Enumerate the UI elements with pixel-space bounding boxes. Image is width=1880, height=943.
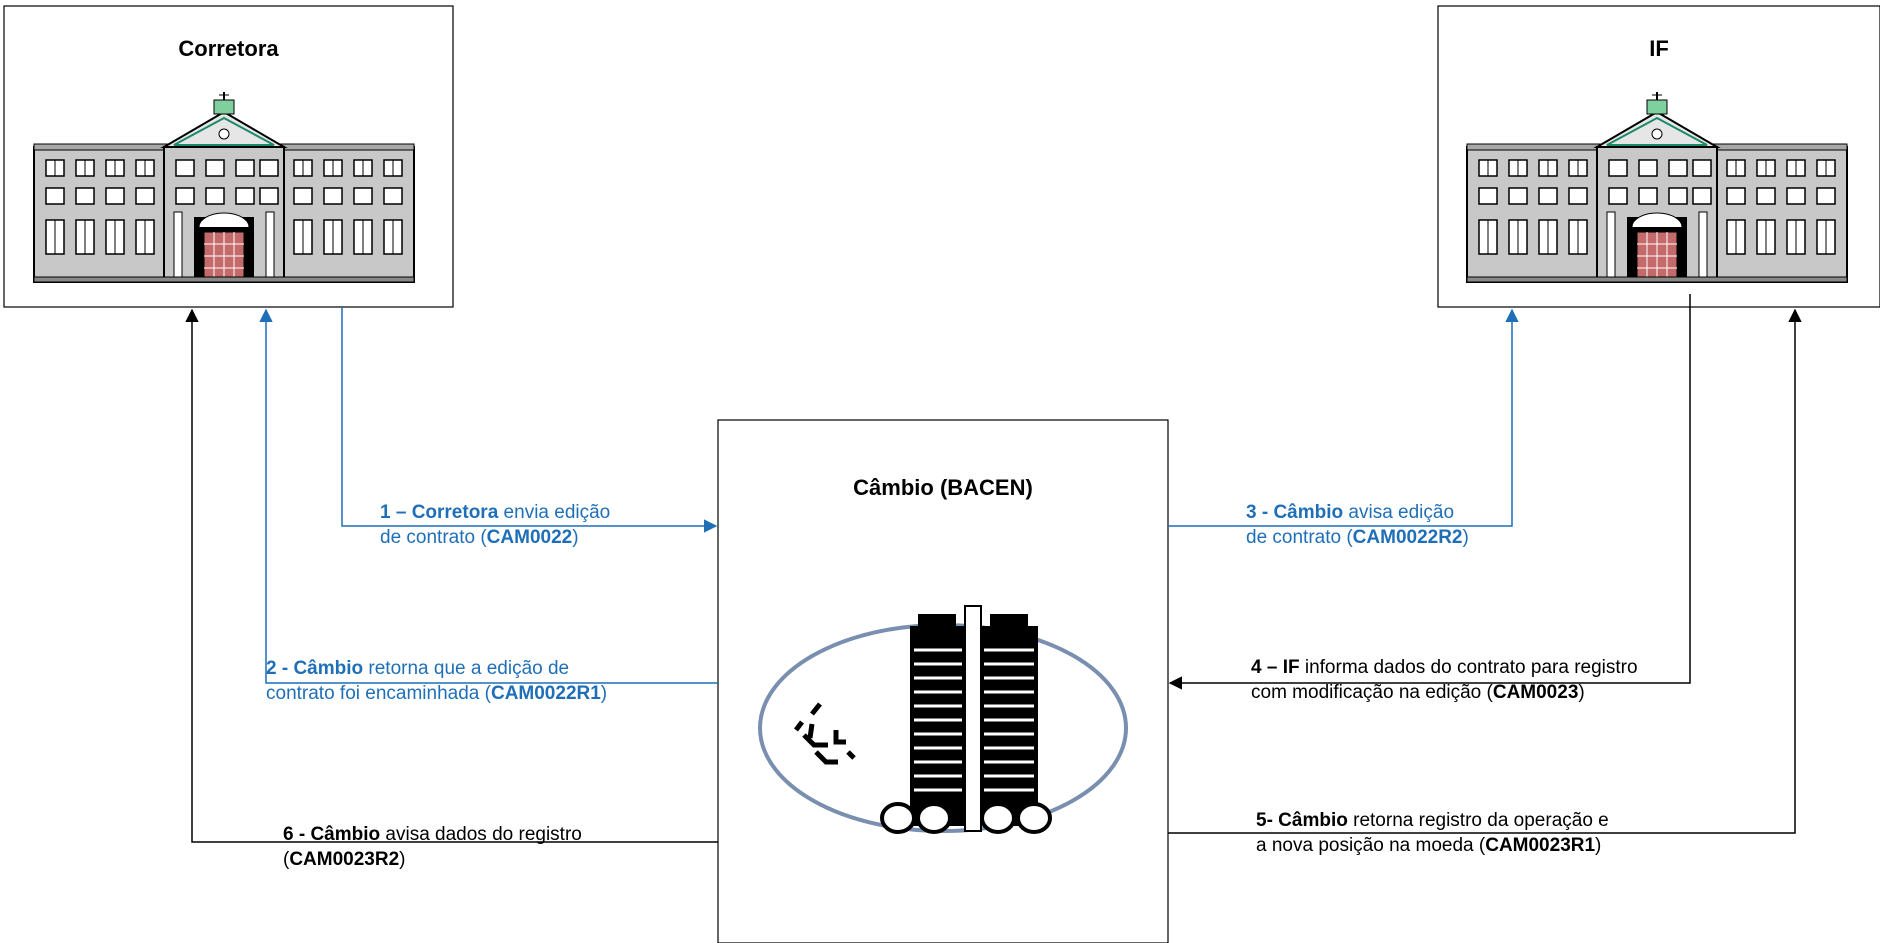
message-5-close: ) (1595, 835, 1602, 856)
arrow-1 (341, 307, 718, 533)
message-1-step: 1 – Corretora (380, 502, 499, 523)
message-4-line2: com modificação na edição ( (1251, 682, 1493, 703)
message-1-close: ) (572, 527, 579, 548)
message-3-text: avisa edição (1343, 502, 1455, 523)
message-1-line2: de contrato ( (380, 527, 487, 548)
message-5: 5- Câmbio retorna registro da operação e… (1256, 808, 1609, 858)
message-2-text: retorna que a edição de (363, 658, 570, 679)
message-2: 2 - Câmbio retorna que a edição de contr… (266, 656, 607, 706)
message-5-line2: a nova posição na moeda ( (1256, 835, 1486, 856)
if-title: IF (1649, 36, 1669, 61)
message-2-step: 2 - Câmbio (266, 658, 364, 679)
arrow-5 (1168, 308, 1802, 834)
message-4-code: CAM0023 (1492, 682, 1579, 703)
message-1-code: CAM0022 (486, 527, 573, 548)
message-6: 6 - Câmbio avisa dados do registro (CAM0… (283, 822, 582, 872)
message-1-text: envia edição (498, 502, 611, 523)
message-6-line2: ( (283, 849, 290, 870)
bacen-logo-icon (758, 605, 1128, 834)
arrow-3 (1168, 308, 1519, 527)
message-4: 4 – IF informa dados do contrato para re… (1251, 655, 1638, 705)
arrow-6 (185, 308, 718, 843)
message-6-close: ) (399, 849, 406, 870)
message-2-code: CAM0022R1 (490, 683, 601, 704)
message-5-code: CAM0023R1 (1485, 835, 1596, 856)
message-4-step: 4 – IF (1251, 657, 1300, 678)
message-3-code: CAM0022R2 (1352, 527, 1463, 548)
corretora-title: Corretora (178, 36, 279, 61)
message-3-close: ) (1462, 527, 1469, 548)
message-5-text: retorna registro da operação e (1347, 810, 1609, 831)
message-5-step: 5- Câmbio (1256, 810, 1348, 831)
message-6-step: 6 - Câmbio (283, 824, 381, 845)
message-3-line2: de contrato ( (1246, 527, 1353, 548)
message-6-text: avisa dados do registro (380, 824, 582, 845)
message-4-text: informa dados do contrato para registro (1299, 657, 1638, 678)
cambio-title: Câmbio (BACEN) (853, 475, 1033, 500)
message-3: 3 - Câmbio avisa edição de contrato (CAM… (1246, 500, 1469, 550)
message-2-close: ) (600, 683, 608, 704)
message-3-step: 3 - Câmbio (1246, 502, 1344, 523)
message-2-line2: contrato foi encaminhada ( (266, 683, 491, 704)
message-1: 1 – Corretora envia edição de contrato (… (380, 500, 610, 550)
message-6-code: CAM0023R2 (289, 849, 400, 870)
message-4-close: ) (1578, 682, 1585, 703)
arrow-4 (1168, 294, 1691, 690)
arrow-2 (259, 308, 718, 684)
